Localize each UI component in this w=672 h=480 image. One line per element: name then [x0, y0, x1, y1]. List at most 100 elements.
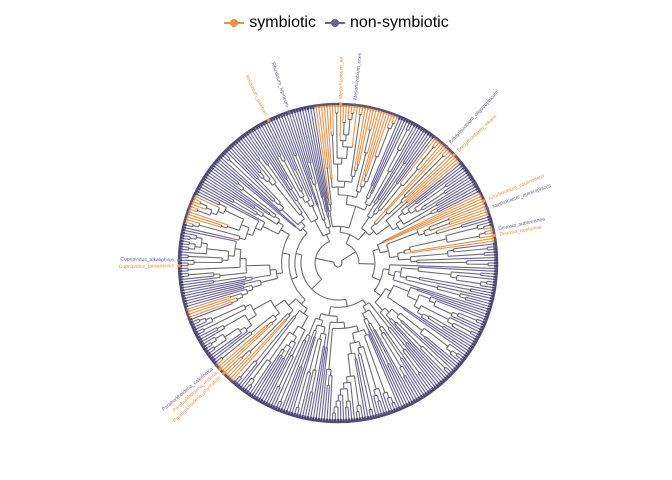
branch-arc: [455, 352, 459, 356]
branch: [295, 169, 310, 201]
branch: [387, 149, 400, 171]
branch: [345, 146, 349, 159]
branch: [353, 375, 360, 406]
branch: [243, 284, 252, 288]
branch: [321, 107, 329, 169]
branch: [279, 155, 284, 162]
branch: [371, 276, 381, 281]
branch: [405, 154, 451, 198]
branch-arc: [309, 204, 315, 208]
branch-arc: [451, 322, 455, 327]
branch: [366, 112, 379, 154]
branch: [195, 199, 202, 203]
branch: [346, 388, 349, 402]
branch: [291, 276, 298, 280]
branch-arc: [276, 219, 281, 225]
branch-arc: [362, 309, 370, 315]
branch-arc: [280, 354, 283, 357]
branch: [314, 324, 318, 331]
branch: [383, 268, 390, 271]
branch: [187, 287, 245, 304]
branch: [356, 164, 359, 172]
branch-arc: [456, 312, 460, 317]
branch: [188, 272, 214, 276]
branch: [378, 327, 383, 334]
branch: [211, 332, 242, 356]
branch-arc: [405, 275, 408, 280]
branch: [305, 391, 312, 416]
branch: [318, 313, 322, 320]
branch: [185, 283, 246, 299]
branch-arc: [376, 244, 381, 253]
branch: [476, 318, 483, 322]
branch: [184, 235, 191, 238]
branch: [189, 297, 232, 312]
branch: [387, 296, 404, 309]
branch: [243, 377, 252, 388]
branch: [414, 185, 447, 209]
branch: [389, 319, 443, 380]
branch: [249, 313, 289, 353]
branch: [269, 122, 304, 191]
branch-arc: [285, 319, 287, 321]
branch-arc: [286, 344, 291, 348]
branch: [401, 267, 419, 270]
branch: [371, 120, 402, 186]
branch: [342, 107, 344, 123]
branch: [186, 224, 193, 228]
branch: [460, 292, 490, 302]
branch: [381, 325, 428, 392]
branch: [395, 136, 431, 184]
branch: [376, 395, 380, 402]
branch-arc: [249, 383, 253, 387]
branch-arc: [278, 155, 282, 158]
branch: [325, 211, 329, 218]
branch: [401, 365, 422, 396]
branch: [483, 224, 490, 228]
branch-arc: [449, 350, 453, 354]
tip-point: [177, 264, 181, 268]
branch-arc: [382, 391, 388, 395]
branch: [435, 300, 484, 320]
branch-arc: [345, 243, 360, 264]
branch-arc: [445, 235, 448, 243]
branch-arc: [294, 169, 297, 171]
branch-arc: [282, 357, 285, 360]
branch: [404, 211, 410, 216]
branch-arc: [255, 212, 258, 215]
branch: [431, 210, 438, 215]
branch: [326, 168, 332, 205]
branch-arc: [402, 348, 406, 351]
branch: [231, 300, 238, 304]
branch-arc: [428, 296, 432, 302]
branch-arc: [377, 208, 381, 212]
branch: [295, 155, 313, 197]
branch-arc: [287, 313, 291, 316]
branch: [326, 107, 333, 179]
branch: [245, 324, 252, 330]
branch: [221, 326, 268, 368]
branch: [231, 319, 286, 378]
branch: [404, 348, 435, 387]
branch-arc: [270, 299, 280, 314]
branch: [185, 227, 240, 241]
branch: [402, 168, 418, 187]
branch: [302, 110, 324, 198]
branch-arc: [419, 345, 423, 349]
branch-arc: [427, 315, 430, 319]
branch: [200, 189, 260, 222]
branch: [185, 282, 245, 296]
branch: [386, 231, 419, 245]
branch: [444, 177, 470, 194]
branch-arc: [415, 167, 420, 171]
branch: [285, 315, 291, 321]
branch-arc: [244, 314, 253, 326]
branch: [410, 238, 493, 253]
branch: [339, 107, 342, 141]
branch-arc: [402, 162, 406, 165]
branch-arc: [332, 225, 350, 229]
branch: [456, 274, 494, 280]
branch: [314, 339, 322, 371]
branch: [365, 185, 373, 198]
branch: [308, 317, 317, 336]
